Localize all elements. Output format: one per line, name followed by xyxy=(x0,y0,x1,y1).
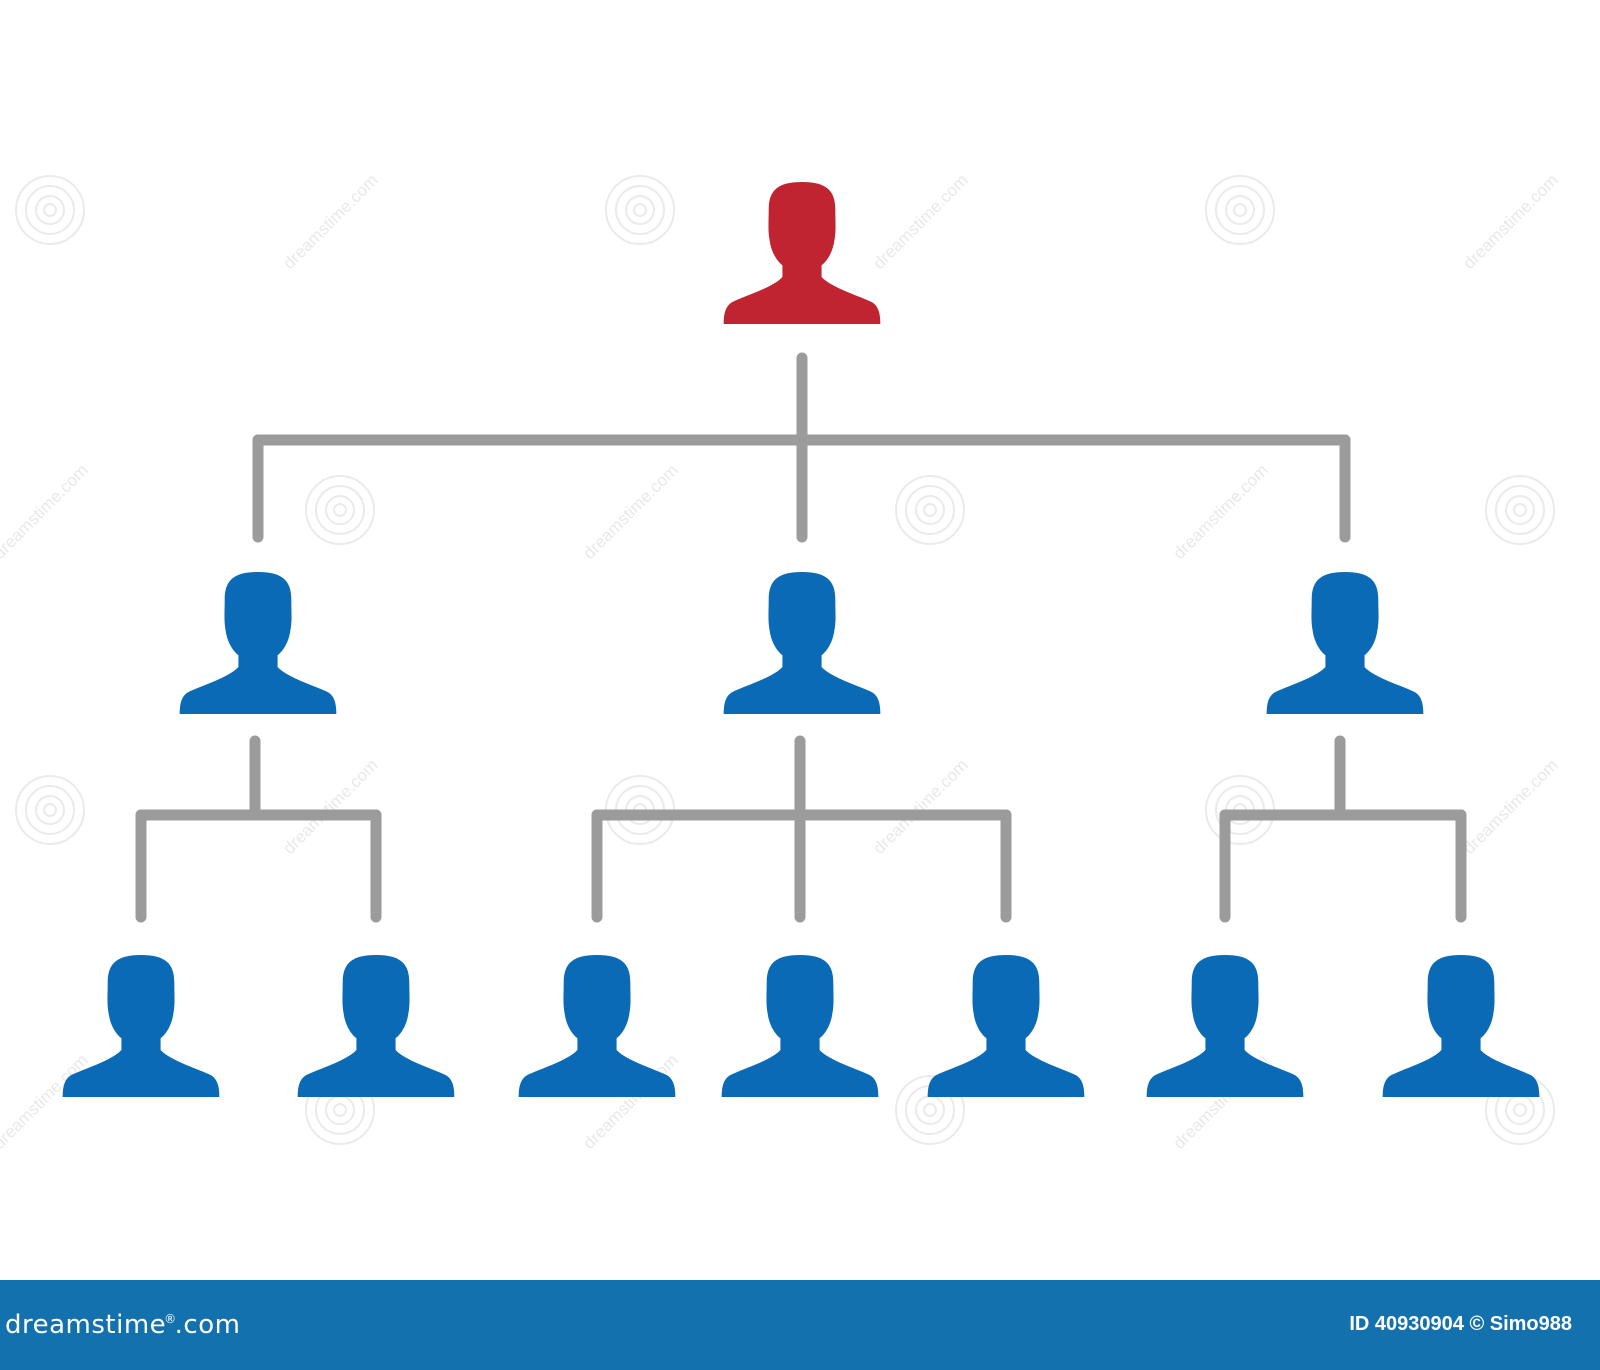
logo-text-left: dreamstime xyxy=(5,1310,167,1340)
watermark-text: dreamstime.com xyxy=(869,756,971,858)
staff-person-icon xyxy=(1146,955,1304,1097)
watermark-logo-icon xyxy=(895,475,965,545)
staff-person-icon xyxy=(518,955,676,1097)
watermark-logo-icon xyxy=(15,775,85,845)
watermark-text: dreamstime.com xyxy=(279,756,381,858)
watermark-text: dreamstime.com xyxy=(1459,171,1561,273)
watermark-text: dreamstime.com xyxy=(869,171,971,273)
org-chart-diagram: dreamstime.com dreamstime.com dreamstime.c… xyxy=(0,171,1562,1153)
logo-registered-mark: ® xyxy=(164,1312,177,1327)
watermark-logo-icon xyxy=(305,475,375,545)
staff-person-icon xyxy=(721,955,879,1097)
watermark-text: dreamstime.com xyxy=(0,1051,92,1153)
watermark-logo-icon xyxy=(15,175,85,245)
manager-person-icon xyxy=(1266,572,1424,714)
staff-person-icon xyxy=(297,955,455,1097)
logo-text-right: .com xyxy=(174,1310,241,1340)
watermark-text: dreamstime.com xyxy=(1169,461,1271,563)
node-layer xyxy=(62,182,1540,1097)
connector-layer xyxy=(135,352,1467,923)
manager-person-icon xyxy=(723,572,881,714)
staff-person-icon xyxy=(1382,955,1540,1097)
watermark-logo-icon xyxy=(1205,175,1275,245)
image-credit: ID 40930904 © Simo988 xyxy=(1349,1313,1572,1335)
watermark-logo-icon xyxy=(1485,475,1555,545)
watermark-text: dreamstime.com xyxy=(1459,756,1561,858)
site-logo[interactable]: dreamstime®.com xyxy=(5,1310,240,1340)
watermark-text: dreamstime.com xyxy=(579,461,681,563)
staff-person-icon xyxy=(62,955,220,1097)
watermark-text: dreamstime.com xyxy=(0,461,92,563)
footer-bar: dreamstime®.com ID 40930904 © Simo988 xyxy=(0,1280,1600,1370)
root-person-icon xyxy=(723,182,881,324)
manager-person-icon xyxy=(179,572,337,714)
watermark-logo-icon xyxy=(605,175,675,245)
watermark-text: dreamstime.com xyxy=(279,171,381,273)
staff-person-icon xyxy=(927,955,1085,1097)
